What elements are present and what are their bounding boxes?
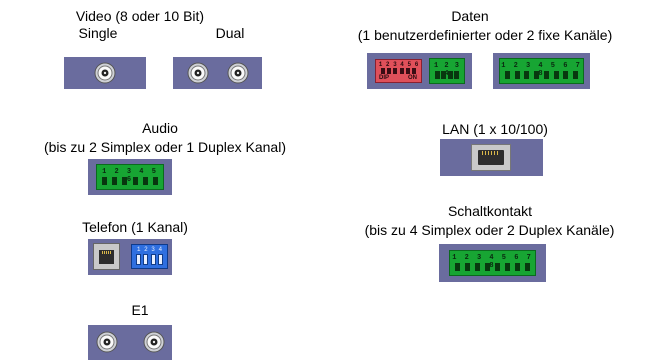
bnc-connector-icon (96, 331, 118, 353)
audio-subtitle: (bis zu 2 Simplex oder 1 Duplex Kanal) (43, 139, 286, 155)
telephone-port-icon (93, 243, 120, 270)
e1-panel (88, 325, 172, 360)
e1-title: E1 (131, 302, 149, 318)
schalt-subtitle: (bis zu 4 Simplex oder 2 Duplex Kanäle) (364, 222, 615, 238)
dip-label: DIP (379, 75, 390, 81)
dip-switch-blue: 1 2 3 4 (131, 244, 168, 269)
dip-switch-numbers: 1 2 3 4 5 6 (378, 61, 419, 68)
daten-panel-1: 1 2 3 4 5 6 DIP ON 1 2 3 4 (367, 53, 472, 89)
schalt-title: Schaltkontakt (447, 203, 533, 219)
ethernet-port-icon (471, 144, 511, 171)
dip-switch-numbers: 1 2 3 4 (136, 246, 163, 253)
terminal-numbers: 1 2 3 4 5 6 7 8 (501, 62, 582, 78)
audio-title: Audio (142, 120, 178, 136)
bnc-connector-icon (143, 331, 165, 353)
bnc-connector-icon (94, 62, 116, 84)
telefon-panel: 1 2 3 4 (88, 239, 172, 275)
daten-subtitle: (1 benutzerdefinierter oder 2 fixe Kanäl… (357, 27, 613, 43)
video-title: Video (8 oder 10 Bit) (75, 8, 205, 24)
video-dual-label: Dual (215, 25, 245, 41)
video-dual-panel (173, 57, 262, 89)
terminal-block-8: 1 2 3 4 5 6 7 8 (449, 250, 536, 276)
terminal-numbers: 1 2 3 4 (433, 62, 460, 78)
lan-title: LAN (1 x 10/100) (442, 121, 548, 137)
video-single-panel (64, 57, 146, 89)
terminal-block-6: 1 2 3 4 5 6 (96, 164, 164, 190)
daten-title: Daten (451, 8, 489, 24)
on-label: ON (408, 75, 417, 81)
schalt-panel: 1 2 3 4 5 6 7 8 (439, 244, 546, 282)
video-single-label: Single (78, 25, 118, 41)
telefon-title: Telefon (1 Kanal) (82, 219, 188, 235)
terminal-block-4: 1 2 3 4 (429, 58, 465, 84)
dip-switch-red: 1 2 3 4 5 6 DIP ON (375, 59, 422, 83)
bnc-connector-icon (187, 62, 209, 84)
terminal-numbers: 1 2 3 4 5 6 7 8 (452, 254, 533, 270)
terminal-block-8: 1 2 3 4 5 6 7 8 (499, 58, 584, 84)
bnc-connector-icon (227, 62, 249, 84)
lan-panel (440, 139, 543, 176)
daten-panel-2: 1 2 3 4 5 6 7 8 (493, 53, 590, 89)
audio-panel: 1 2 3 4 5 6 (88, 159, 172, 195)
terminal-numbers: 1 2 3 4 5 6 (102, 168, 158, 184)
